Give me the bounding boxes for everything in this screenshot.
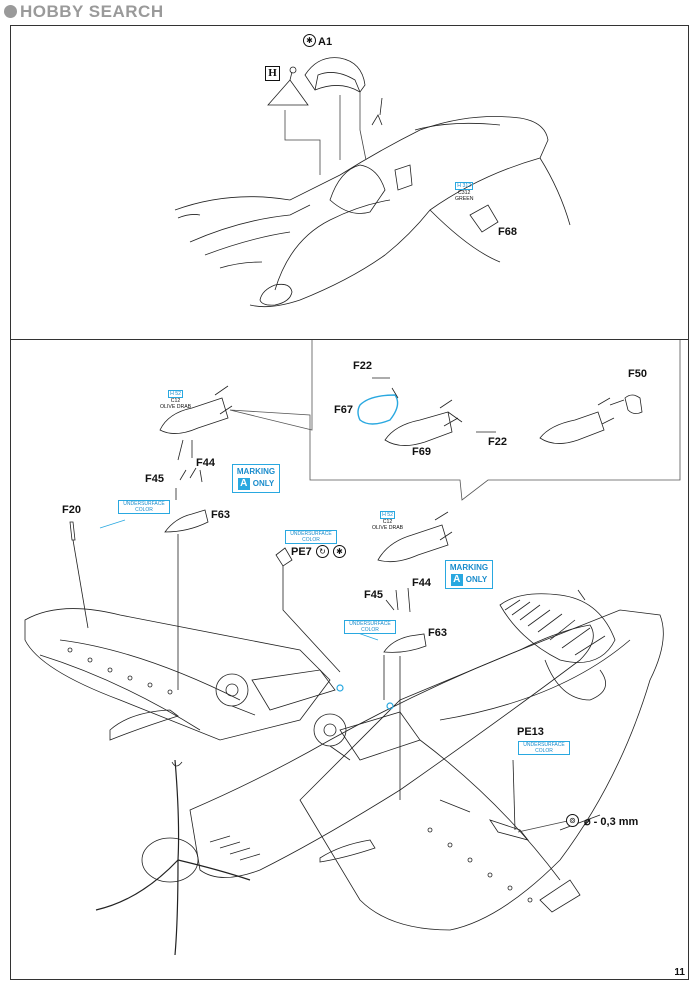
color-callout-bomb-right: H 52 C12 OLIVE DRAB xyxy=(372,511,404,531)
label-f44-right: F44 xyxy=(412,577,431,589)
drill-point-1 xyxy=(336,684,344,692)
label-f22-bottom: F22 xyxy=(488,436,507,448)
drill-icon: ⊚ xyxy=(566,814,579,827)
label-f68: F68 xyxy=(498,226,517,238)
windscreen-part xyxy=(267,66,309,106)
step-divider xyxy=(10,339,689,340)
label-f20: F20 xyxy=(62,504,81,516)
color-callout-bomb-left: H 52 C12 OLIVE DRAB xyxy=(160,390,192,410)
inset-bomb-center xyxy=(357,377,496,446)
instruction-frame xyxy=(10,25,689,980)
drill-callout-line xyxy=(517,819,573,833)
label-f45-left: F45 xyxy=(145,473,164,485)
bomb-left xyxy=(159,385,233,690)
undersurface-color-pe7: UNDERSURFACE COLOR xyxy=(285,530,337,544)
label-f45-right: F45 xyxy=(364,589,383,601)
undersurface-color-right: UNDERSURFACE COLOR xyxy=(344,620,396,634)
label-f69: F69 xyxy=(412,446,431,458)
inset-frame xyxy=(229,340,681,501)
undersurface-color-left: UNDERSURFACE COLOR xyxy=(118,500,170,514)
callout-line-windscreen xyxy=(284,110,321,175)
aircraft-drawing xyxy=(24,589,664,956)
part-f68-drawing xyxy=(469,204,499,233)
label-f63-right: F63 xyxy=(428,627,447,639)
label-a1: A1 xyxy=(318,36,333,48)
color-callout-f68: H 312 C312 GREEN xyxy=(455,182,474,202)
drill-point-2 xyxy=(386,702,394,710)
part-f20-drawing xyxy=(69,521,89,629)
label-f63-left: F63 xyxy=(211,509,230,521)
part-pe13-line xyxy=(512,759,516,831)
page-number: 11 xyxy=(674,967,685,978)
watermark: HOBBY SEARCH xyxy=(4,2,164,22)
fuselage-drawing xyxy=(174,97,571,308)
label-f50: F50 xyxy=(628,368,647,380)
label-pe7: PE7 xyxy=(291,546,312,558)
label-pe13: PE13 xyxy=(517,726,544,738)
fold-icon-pe7: ↻ xyxy=(316,545,329,558)
bomb-right xyxy=(377,511,453,800)
remove-icon-pe7: ✱ xyxy=(333,545,346,558)
label-f22-top: F22 xyxy=(353,360,372,372)
canopy-part-a1 xyxy=(304,57,366,93)
part-pe7-drawing xyxy=(275,547,341,673)
drill-size-label: ⌀ - 0,3 mm xyxy=(584,816,639,828)
label-f44-left: F44 xyxy=(196,457,215,469)
remove-icon-a1: ✱ xyxy=(303,34,316,47)
inset-bomb-right xyxy=(539,394,643,444)
h-symbol-box: H xyxy=(265,66,280,81)
label-f67: F67 xyxy=(334,404,353,416)
undersurface-color-pe13: UNDERSURFACE COLOR xyxy=(518,741,570,755)
